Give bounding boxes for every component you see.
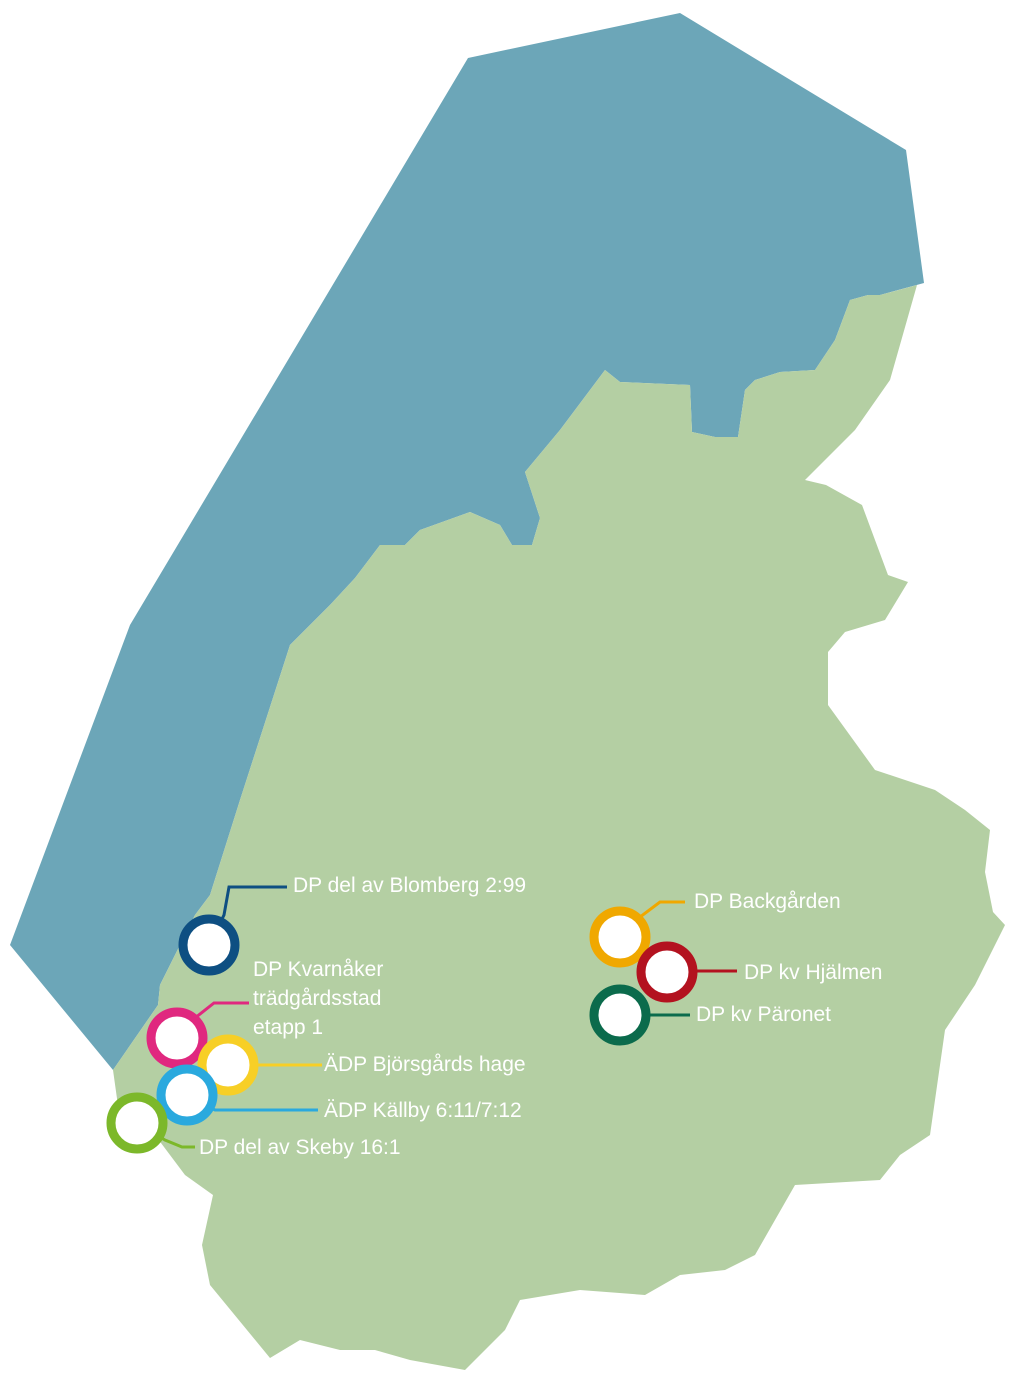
marker-pin-icon[interactable] xyxy=(636,941,698,1003)
marker-pin-icon[interactable] xyxy=(197,1034,259,1096)
marker-label: ÄDP Björsgårds hage xyxy=(324,1053,526,1076)
map-marker-paronet[interactable]: DP kv Päronet xyxy=(589,984,831,1046)
map-marker-hjalmen[interactable]: DP kv Hjälmen xyxy=(636,941,883,1003)
map-marker-blomberg[interactable]: DP del av Blomberg 2:99 xyxy=(178,874,526,976)
marker-pin-icon[interactable] xyxy=(589,984,651,1046)
map-marker-skeby[interactable]: DP del av Skeby 16:1 xyxy=(106,1092,401,1159)
markers-layer: DP del av Blomberg 2:99 DP Kvarnåker trädg… xyxy=(106,874,883,1159)
marker-label: DP kv Hjälmen xyxy=(744,961,883,984)
marker-pin-icon[interactable] xyxy=(106,1092,168,1154)
map-marker-kallby[interactable]: ÄDP Källby 6:11/7:12 xyxy=(156,1064,522,1126)
marker-label: etapp 1 xyxy=(253,1016,323,1039)
marker-pin-icon[interactable] xyxy=(589,906,651,968)
water-area xyxy=(10,13,924,1070)
marker-pin-icon[interactable] xyxy=(146,1007,208,1069)
marker-label: DP kv Päronet xyxy=(696,1003,831,1026)
map-marker-kvarnaker[interactable]: DP Kvarnåker trädgårdsstad etapp 1 xyxy=(146,958,383,1069)
marker-label: DP Kvarnåker xyxy=(253,958,383,981)
marker-label: trädgårdsstad xyxy=(253,987,381,1010)
map-marker-bjorsgards[interactable]: ÄDP Björsgårds hage xyxy=(197,1034,526,1096)
marker-pin-icon[interactable] xyxy=(156,1064,218,1126)
map-marker-backgarden[interactable]: DP Backgården xyxy=(589,890,841,968)
marker-label: DP Backgården xyxy=(694,890,841,913)
marker-label: ÄDP Källby 6:11/7:12 xyxy=(324,1099,522,1122)
land-area xyxy=(113,285,1005,1370)
marker-label: DP del av Skeby 16:1 xyxy=(199,1136,401,1159)
marker-label: DP del av Blomberg 2:99 xyxy=(293,874,526,897)
marker-pin-icon[interactable] xyxy=(178,914,240,976)
